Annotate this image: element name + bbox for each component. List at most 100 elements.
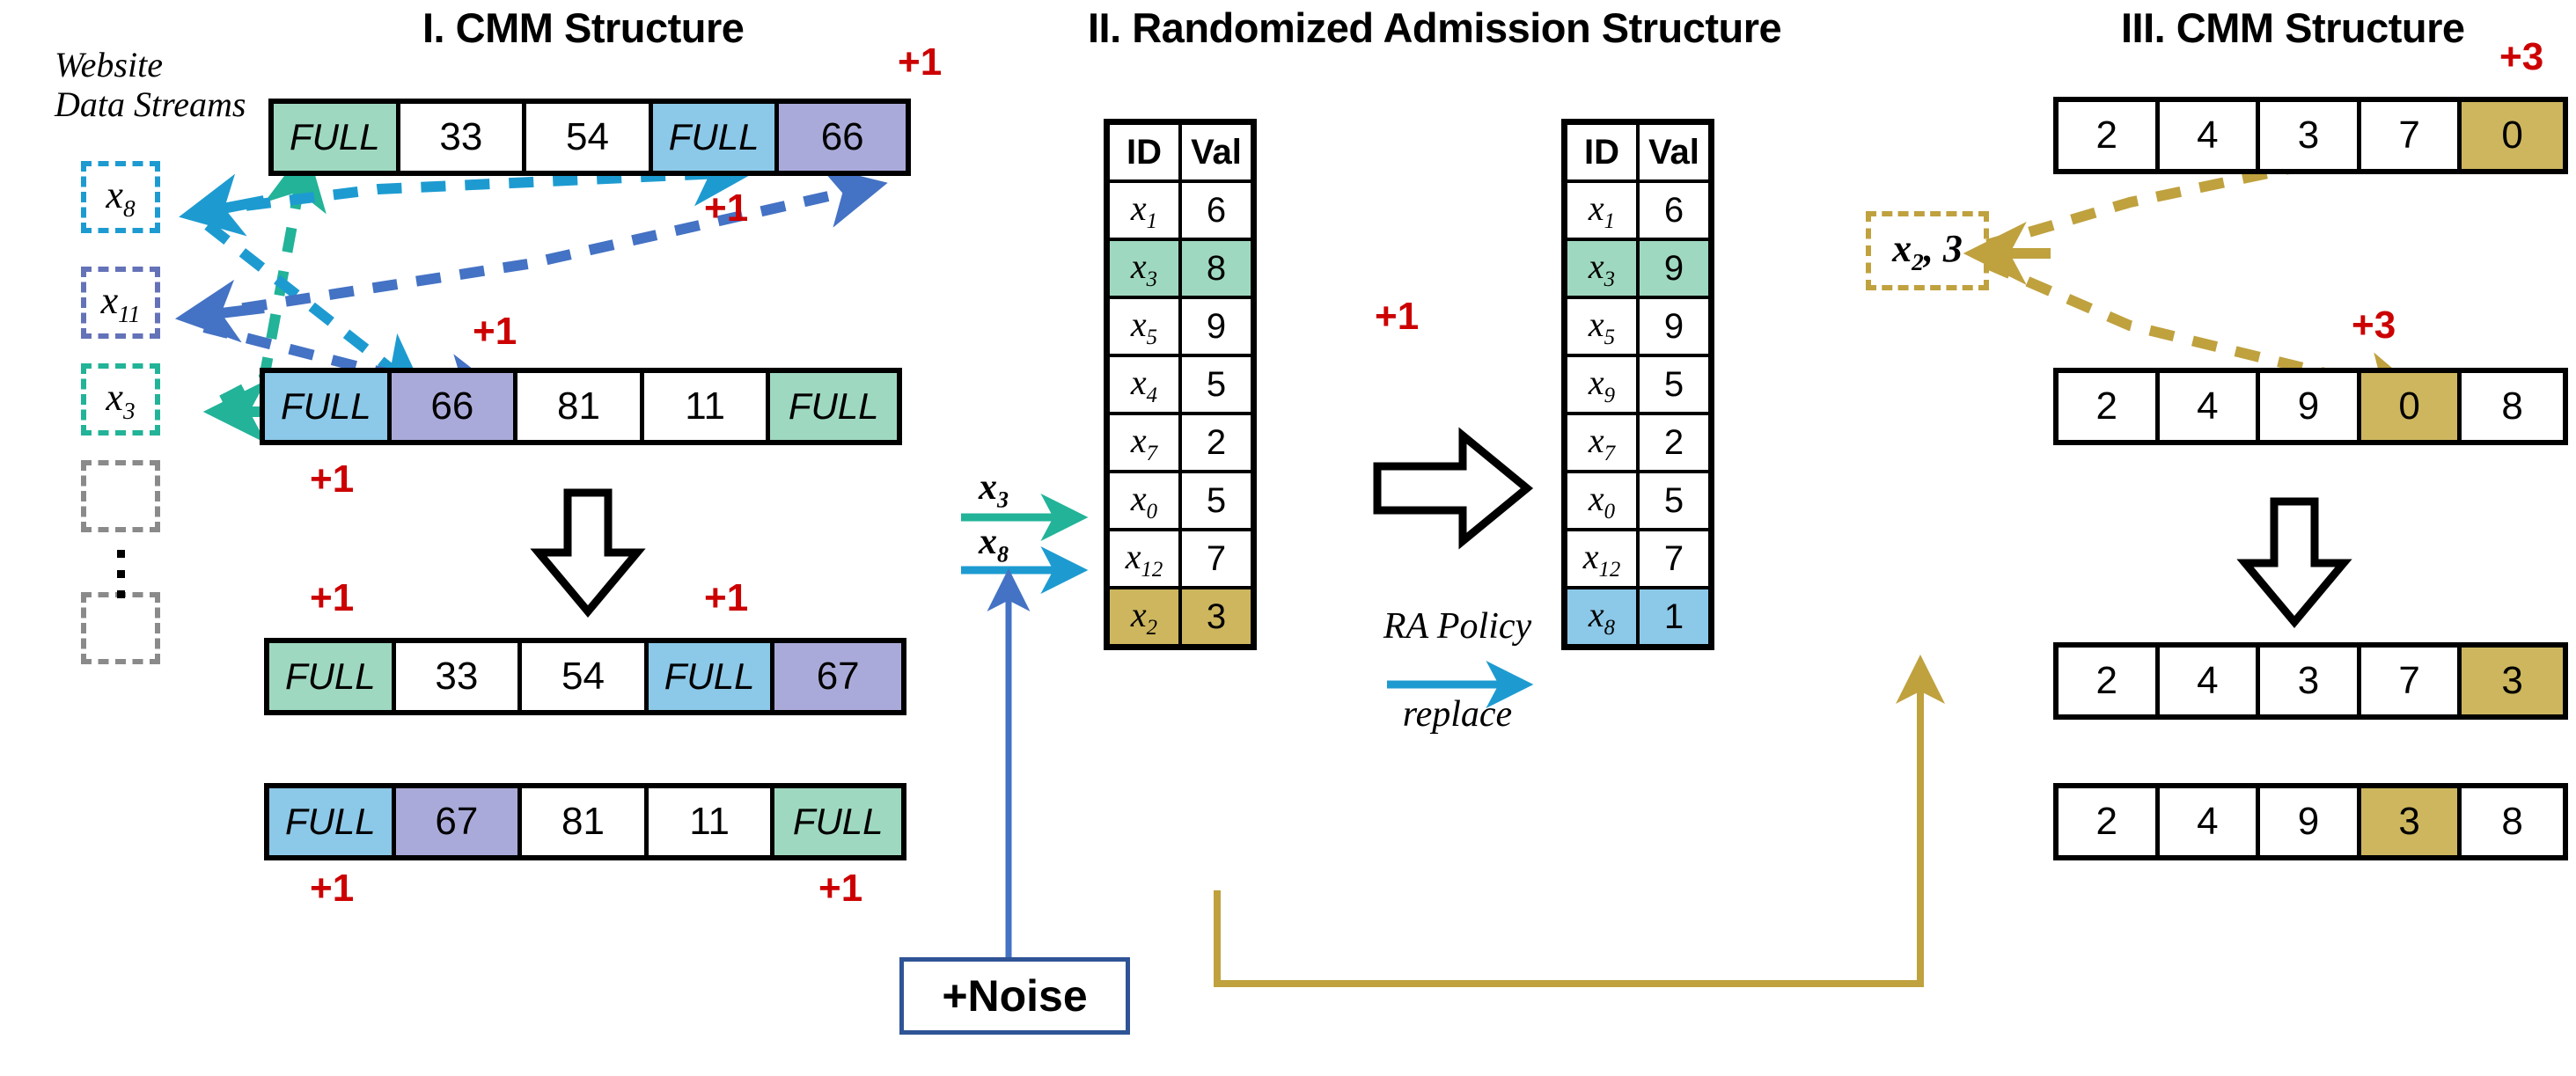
increment-after2-left: +1 (310, 867, 355, 910)
ra-after-id-cell: x7 (1562, 412, 1640, 473)
cmm-before-r2-cell-4: 11 (643, 373, 771, 440)
ra-stream-label-x8: x8 (979, 522, 1009, 567)
ra-after-val-cell: 6 (1636, 179, 1714, 241)
ra-before-id-cell: x3 (1105, 238, 1182, 299)
cmm-before-r1-cell-5: 66 (779, 104, 906, 171)
ra-increment-badge: +1 (1375, 295, 1420, 338)
cmm3-before-r2-cell-2: 4 (2159, 373, 2261, 440)
cmm3-after-r1-cell-4: 7 (2360, 648, 2462, 714)
stream-box-x11[interactable]: x11 (81, 267, 160, 339)
section-title-iii: III. CMM Structure (2121, 4, 2465, 51)
ra-after-val-cell: 9 (1636, 296, 1714, 357)
cmm3-before-r2-cell-4: 0 (2360, 373, 2462, 440)
cmm-before-r1-cell-2: 33 (400, 104, 527, 171)
stream-label-x11: x11 (100, 278, 141, 327)
cmm-after-r1-cell-2: 33 (395, 643, 523, 710)
cmm3-after-r1-cell-1: 2 (2059, 648, 2160, 714)
cmm-after-r2-cell-2: 67 (395, 788, 523, 855)
vertical-ellipsis-icon (117, 550, 125, 598)
cmm-before-r1-cell-1: FULL (274, 104, 400, 171)
cmm-before-r2-cell-2: 66 (391, 373, 518, 440)
cmm3-before-r1-cell-5: 0 (2462, 102, 2563, 169)
ra-after-val-cell: 9 (1636, 238, 1714, 299)
cmm-before-r1-cell-3: 54 (526, 104, 653, 171)
ra-policy-replace-label: replace (1369, 695, 1545, 734)
cmm3-after-r2-cell-4: 3 (2360, 788, 2462, 855)
stream-box-x8[interactable]: x8 (81, 161, 160, 233)
ra-after-id-cell: x9 (1562, 354, 1640, 415)
ra-after-id-cell: x1 (1562, 179, 1640, 241)
cmm-before-r2-cell-3: 81 (517, 373, 644, 440)
cmm3-before-r2-cell-5: 8 (2462, 373, 2563, 440)
stream-box-empty-1[interactable] (81, 460, 160, 532)
stream-box-x3[interactable]: x3 (81, 363, 160, 436)
ra-after-id-cell: x8 (1562, 586, 1640, 649)
cmm3-before-r2-cell-3: 9 (2260, 373, 2361, 440)
increment-after1-left: +1 (310, 576, 355, 619)
cmm-after-r2-cell-3: 81 (522, 788, 649, 855)
ra-stream-label-x3: x3 (979, 467, 1009, 513)
cmm3-before-r1-cell-3: 3 (2260, 102, 2361, 169)
ws-line2: Data Streams (55, 84, 246, 124)
ra-before-val-cell: 5 (1178, 354, 1256, 415)
ra-after-id-cell: x5 (1562, 296, 1640, 357)
cmm3-after-r1-cell-3: 3 (2260, 648, 2361, 714)
ra-before-id-cell: x0 (1105, 470, 1182, 531)
ra-after-val-cell: 5 (1636, 470, 1714, 531)
ra-before-val-cell: 8 (1178, 238, 1256, 299)
ws-line1: Website (55, 45, 163, 84)
cmm3-after-r1-cell-5: 3 (2462, 648, 2563, 714)
stream-label-x3: x3 (106, 375, 136, 424)
noise-box[interactable]: +Noise (899, 957, 1130, 1035)
cmm-after-r1-cell-1: FULL (269, 643, 396, 710)
section-title-i: I. CMM Structure (422, 4, 745, 51)
increment-r1-end: +1 (898, 40, 943, 84)
ra-before-val-cell: 7 (1178, 528, 1256, 589)
ra-after-val-cell: 7 (1636, 528, 1714, 589)
increment-r1-mid: +1 (704, 187, 749, 230)
ra-before-id-cell: x5 (1105, 296, 1182, 357)
ra-policy-line1: RA Policy (1383, 606, 1532, 647)
ra-before-val-cell: 6 (1178, 179, 1256, 241)
cmm3-before-r1-cell-1: 2 (2059, 102, 2160, 169)
cmm-before-r2-cell-5: FULL (770, 373, 897, 440)
cmm-before-r1-cell-4: FULL (652, 104, 780, 171)
increment-after1-right: +1 (704, 576, 749, 619)
ra-after-header-val: Val (1636, 120, 1714, 183)
stream-box-empty-2[interactable] (81, 592, 160, 664)
cmm-after-r2-cell-4: 11 (648, 788, 775, 855)
ra-policy-label: RA Policy (1369, 607, 1545, 646)
cmm3-before-r2-cell-1: 2 (2059, 373, 2160, 440)
evicted-item-box[interactable]: x2, 3 (1866, 211, 1989, 290)
cmm3-increment-top: +3 (2499, 35, 2544, 78)
cmm3-increment-mid: +3 (2352, 304, 2396, 347)
ra-before-header-val: Val (1178, 120, 1256, 183)
section-title-ii: II. Randomized Admission Structure (1088, 4, 1782, 51)
cmm-after-r1-cell-4: FULL (648, 643, 775, 710)
increment-after2-right: +1 (818, 867, 863, 910)
ra-after-val-cell: 2 (1636, 412, 1714, 473)
increment-r2-below: +1 (310, 457, 355, 501)
website-data-streams-label: Website Data Streams (55, 45, 246, 125)
